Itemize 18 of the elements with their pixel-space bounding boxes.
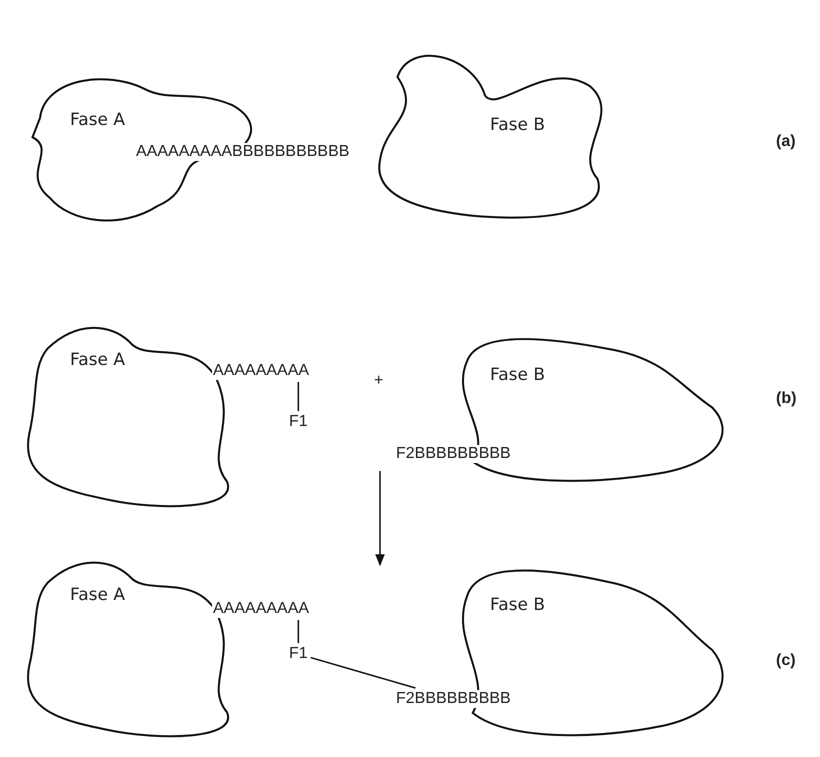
phase-name: Fase A bbox=[70, 585, 125, 605]
chain-label: AAAAAAAAA bbox=[212, 362, 310, 380]
panel-label: (b) bbox=[775, 390, 798, 408]
connector-line bbox=[298, 620, 300, 643]
chain-label: F2BBBBBBBBB bbox=[395, 690, 512, 708]
arrow bbox=[375, 471, 385, 566]
chain-label: AAAAAAAAABBBBBBBBBBB bbox=[135, 143, 350, 161]
connector-line bbox=[298, 382, 300, 411]
phase-name: Fase B bbox=[490, 595, 546, 615]
chain-label: AAAAAAAAA bbox=[212, 600, 310, 618]
panel-label: (a) bbox=[775, 133, 797, 151]
phase-name: Fase A bbox=[70, 110, 125, 130]
phase-name: Fase A bbox=[70, 350, 125, 370]
phase-name: Fase B bbox=[490, 365, 546, 385]
connector-line bbox=[310, 656, 416, 689]
chain-label: F2BBBBBBBBB bbox=[395, 445, 512, 463]
phase-name: Fase B bbox=[490, 115, 546, 135]
panel-label: (c) bbox=[775, 652, 797, 670]
